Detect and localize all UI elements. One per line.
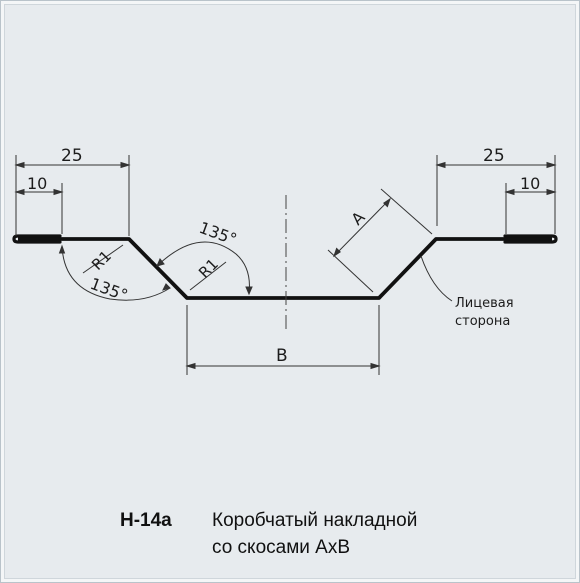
profile-outline bbox=[12, 234, 558, 300]
angle-arcs bbox=[58, 241, 253, 301]
face-label-line1: Лицевая bbox=[455, 296, 514, 311]
radius-left: R1 bbox=[88, 247, 115, 274]
caption-line-2: со скосами АхВ bbox=[0, 537, 580, 559]
dimension-right bbox=[435, 155, 557, 234]
product-title-line2: со скосами АхВ bbox=[212, 537, 351, 558]
angle-lower: 135° bbox=[88, 274, 131, 305]
dimension-left bbox=[14, 155, 131, 236]
face-leader bbox=[420, 255, 453, 302]
dimension-b bbox=[185, 305, 381, 375]
product-code: Н-14а bbox=[120, 510, 172, 531]
dim-overall-left: 25 bbox=[61, 146, 83, 166]
caption-line-1: Н-14а Коробчатый накладной bbox=[0, 510, 580, 532]
dim-a: A bbox=[347, 208, 368, 229]
dim-overall-right: 25 bbox=[483, 146, 505, 166]
face-label-line2: сторона bbox=[455, 314, 510, 329]
dim-flange-right: 10 bbox=[520, 174, 540, 193]
dimension-a bbox=[327, 188, 433, 293]
dim-flange-left: 10 bbox=[27, 174, 47, 193]
dim-b: B bbox=[276, 346, 288, 366]
radius-right: R1 bbox=[195, 255, 222, 282]
product-title-line1: Коробчатый накладной bbox=[212, 510, 418, 531]
